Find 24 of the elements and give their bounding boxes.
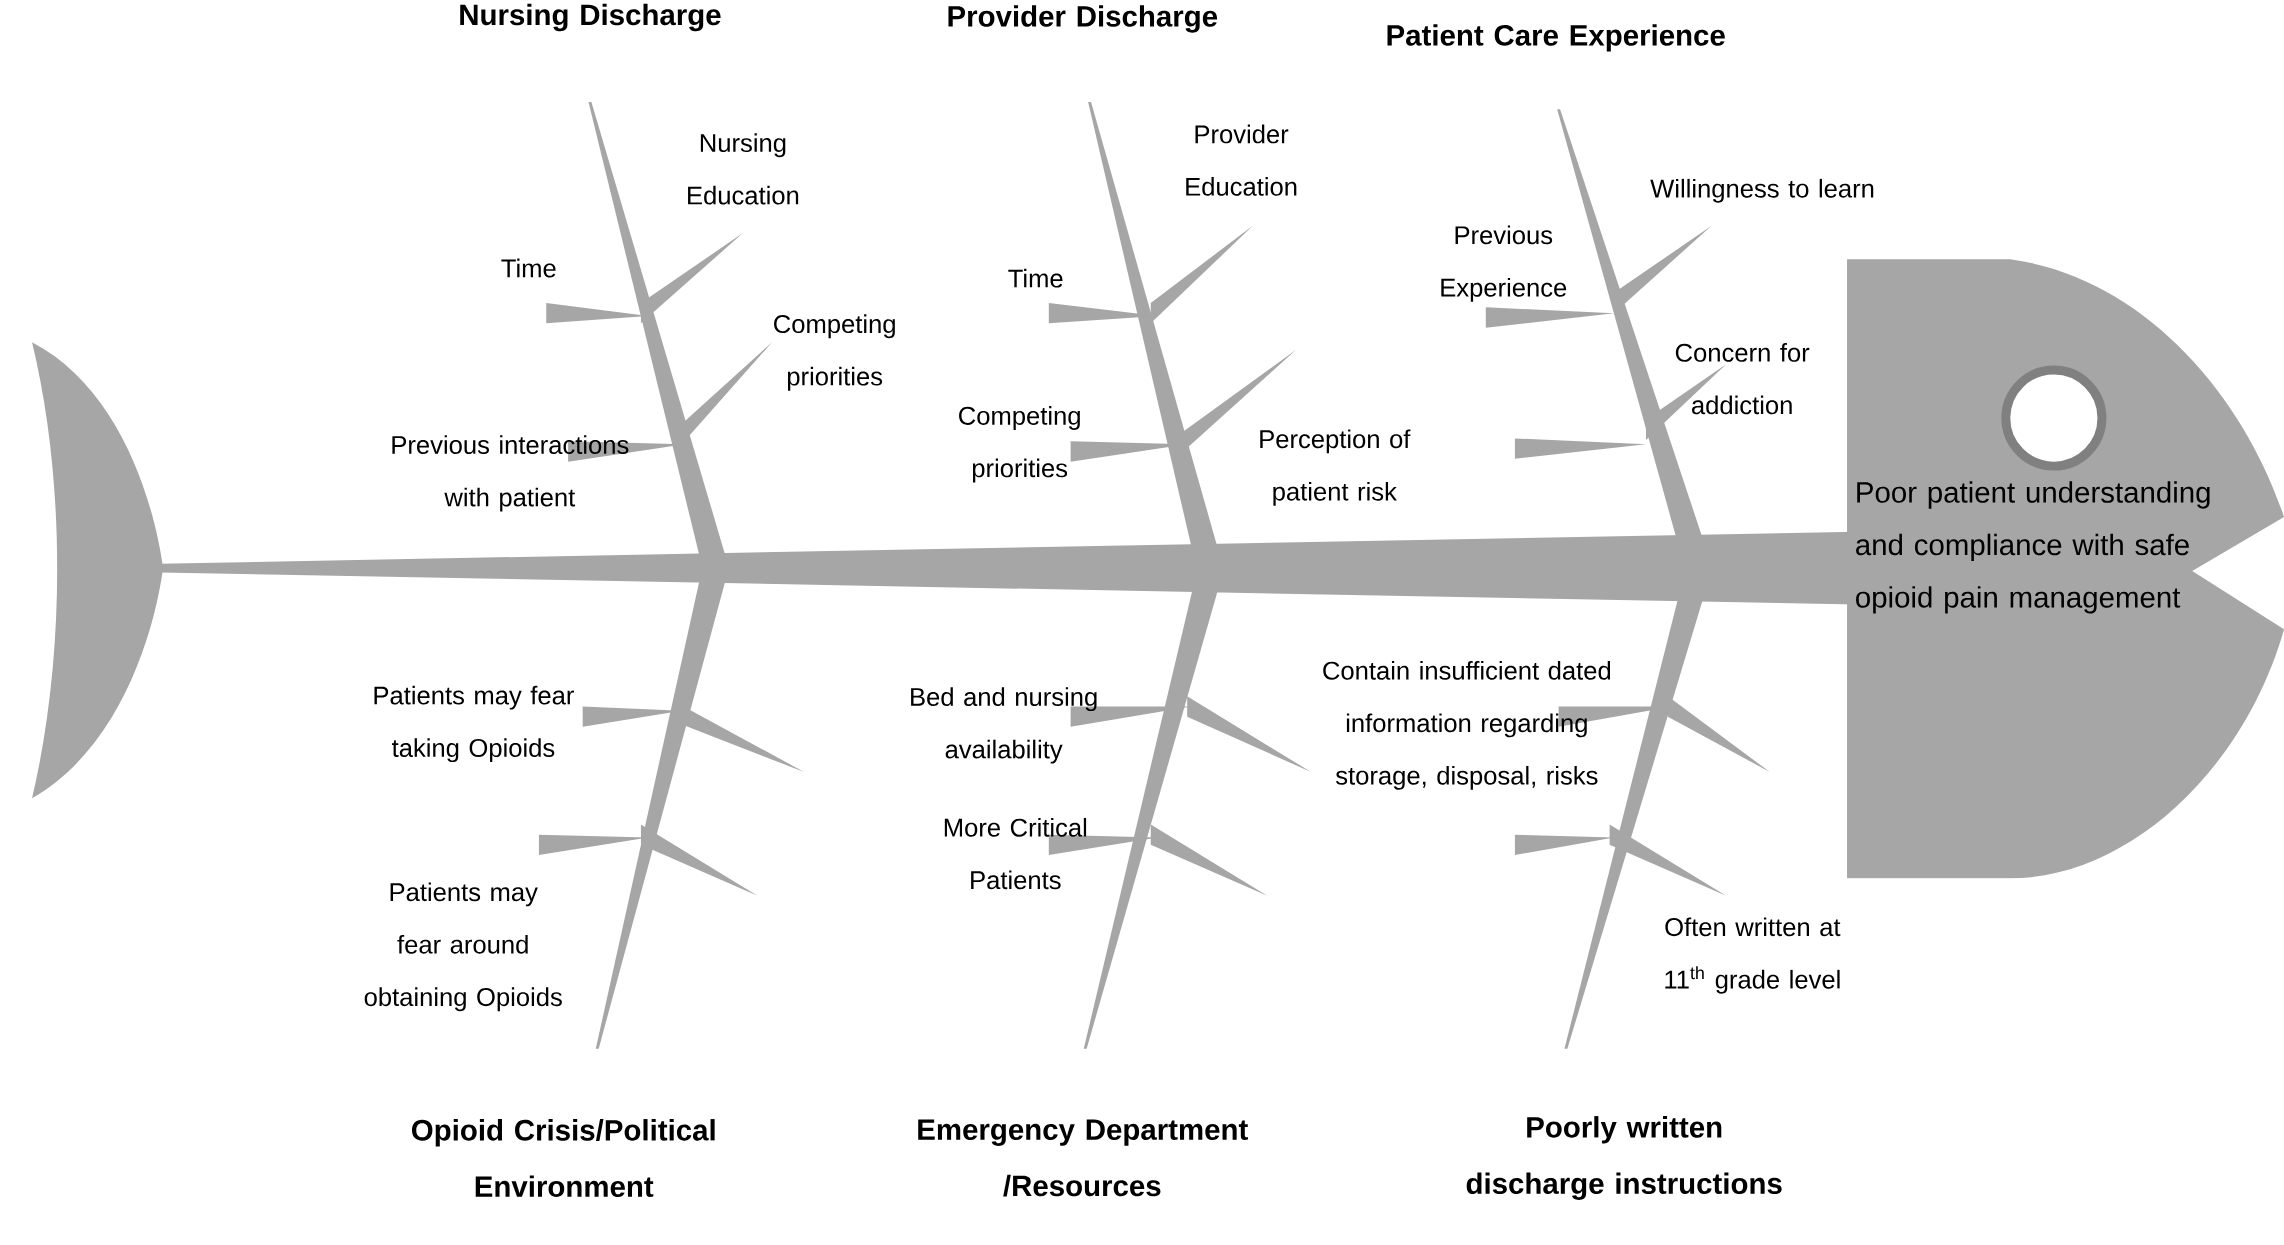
cause-label: Bed and nursing availability: [911, 687, 1097, 764]
category-heading: Opioid Crisis/Political Environment: [412, 1118, 715, 1197]
cause-label: Patients may fear taking Opioids: [374, 685, 574, 762]
cause-label: Often written at 11$^{th}$ grade level: [1665, 917, 1841, 994]
cause-label: Competing priorities: [774, 314, 895, 391]
cause-label: Perception of patient risk: [1260, 429, 1411, 506]
cause-label: Time: [1008, 268, 1063, 288]
cause-label: Time: [501, 258, 556, 278]
category-heading: Patient Care Experience: [1387, 23, 1725, 52]
category-heading: Nursing Discharge: [460, 3, 721, 32]
cause-label: Previous interactions with patient: [392, 435, 629, 512]
category-heading: Provider Discharge: [948, 4, 1218, 33]
cause-label: Willingness to learn: [1650, 178, 1874, 203]
cause-label: Patients may fear around obtaining Opioids: [364, 882, 562, 1011]
cause-label: More Critical Patients: [944, 817, 1087, 889]
cause-label: Previous Experience: [1441, 225, 1567, 302]
category-heading: Emergency Department /Resources: [918, 1119, 1248, 1197]
cause-label: Nursing Education: [688, 133, 799, 205]
cause-label: Contain insufficient dated information regarding storage, disposal, risks: [1323, 660, 1611, 790]
cause-label: Provider Education: [1186, 124, 1297, 196]
cause-label: Concern for addiction: [1675, 342, 1810, 415]
fish-head: Poor patient understanding and compliance with safe opioid pain management: [1847, 259, 2284, 879]
category-heading: Poorly written discharge instructions: [1466, 1115, 1782, 1200]
cause-label: Competing priorities: [959, 405, 1080, 483]
